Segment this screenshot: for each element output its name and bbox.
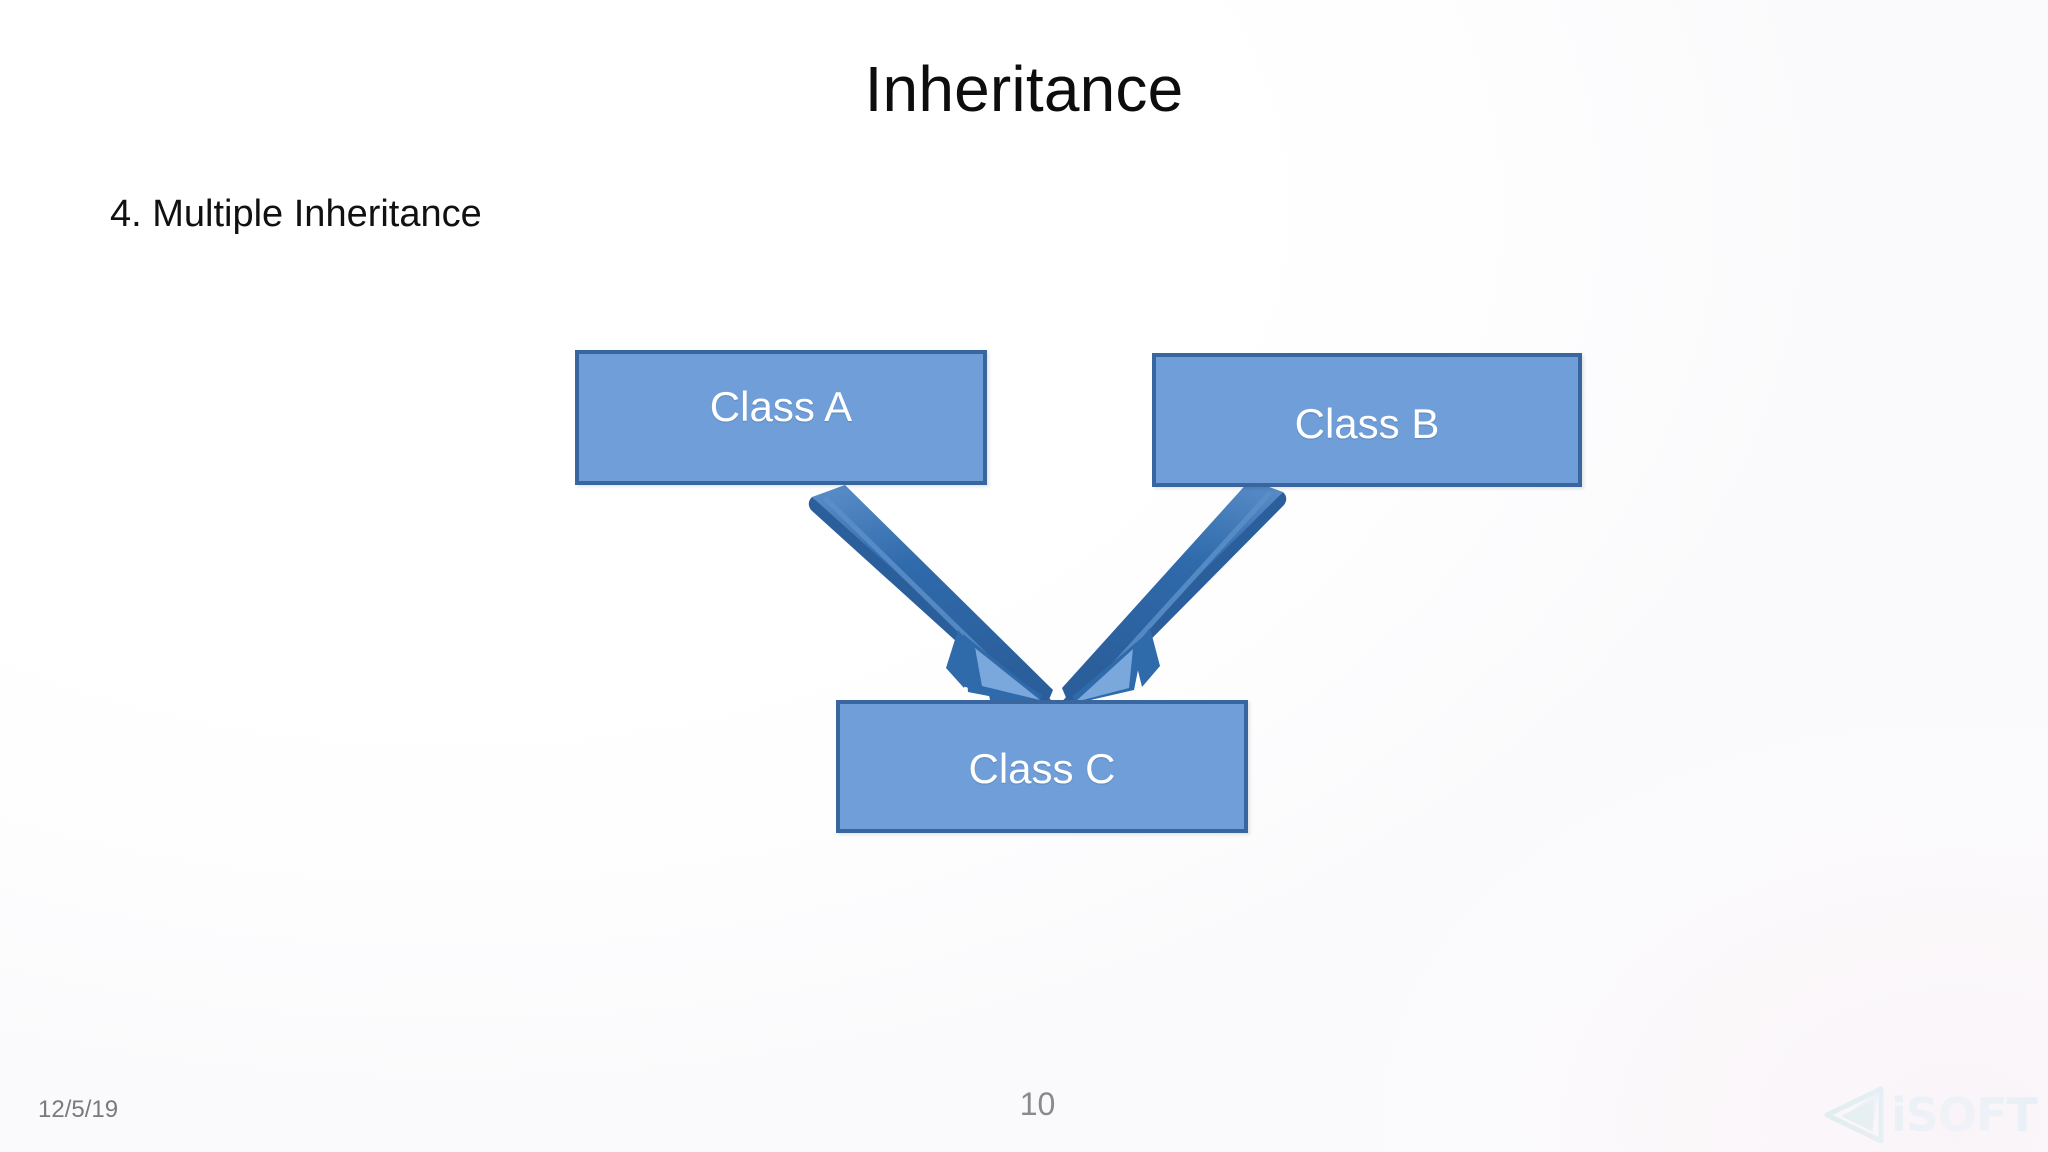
arrow-class-b-to-class-c (1058, 480, 1287, 717)
page-title: Inheritance (864, 53, 1184, 125)
class-node-b[interactable]: Class B (1152, 353, 1582, 487)
section-subtitle: 4. Multiple Inheritance (110, 193, 482, 235)
class-node-a-label: Class A (709, 383, 853, 430)
footer-date: 12/5/19 (38, 1096, 119, 1123)
class-node-c-label: Class C (968, 744, 1116, 792)
footer-page-number: 10 (1019, 1086, 1056, 1122)
class-node-b-label: Class B (1294, 400, 1440, 447)
arrow-class-a-to-class-c (808, 485, 1057, 717)
brand-logo: iSOFT (1823, 1082, 2038, 1148)
brand-logo-text: iSOFT (1891, 1088, 2038, 1142)
class-node-a[interactable]: Class A (575, 350, 987, 485)
class-node-c[interactable]: Class C (836, 700, 1248, 833)
triangle-play-mark-icon (1824, 1086, 1884, 1144)
